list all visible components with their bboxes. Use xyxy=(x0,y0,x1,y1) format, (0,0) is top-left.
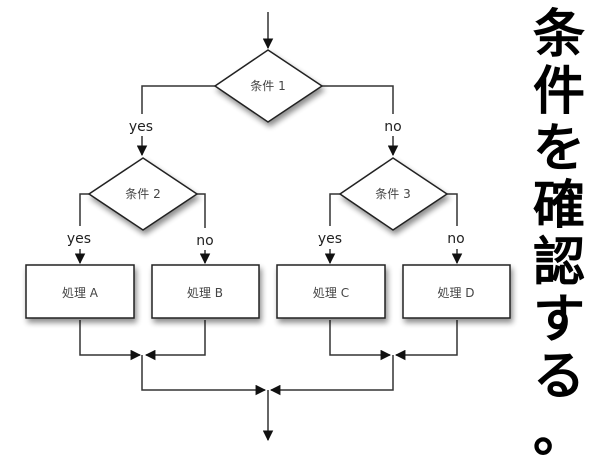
title-char: を xyxy=(532,118,585,179)
process-label: 処理 A xyxy=(62,286,99,300)
edge-merge1-merge3 xyxy=(141,355,267,396)
edge-label-cond3-no: no xyxy=(447,231,464,247)
title-char: 。 xyxy=(532,403,585,464)
decision-label: 条件 2 xyxy=(125,187,160,201)
process-label: 処理 D xyxy=(437,286,474,300)
decision-cond1: 条件 1 xyxy=(213,49,324,123)
edge-cond3-yes-upper xyxy=(329,193,341,226)
edge-cond2-yes-upper xyxy=(79,193,89,226)
edge-label-cond2-yes: yes xyxy=(67,231,91,247)
title-char: 認 xyxy=(532,232,585,293)
title-char: 確 xyxy=(532,175,585,236)
title-char: 条 xyxy=(532,4,585,65)
title-char: 件 xyxy=(532,61,585,122)
edge-cond3-no-upper xyxy=(446,193,458,226)
edge-cond2-no-upper xyxy=(196,193,206,228)
edge-procC-merge2 xyxy=(329,320,392,361)
process-label: 処理 C xyxy=(313,286,349,300)
vertical-title: 条 件 を 確 認 す る 。 xyxy=(524,6,594,462)
process-procA: 処理 A xyxy=(25,264,135,319)
edge-procD-merge2 xyxy=(394,320,458,361)
edge-label-cond1-yes: yes xyxy=(129,119,153,135)
decision-cond3: 条件 3 xyxy=(338,157,449,231)
edge-cond1-no-upper xyxy=(322,85,394,114)
process-procD: 処理 D xyxy=(402,264,511,319)
edge-procA-merge1 xyxy=(79,320,142,361)
process-procC: 処理 C xyxy=(276,264,386,319)
edge-label-cond3-yes: yes xyxy=(318,231,342,247)
edge-procB-merge1 xyxy=(144,320,206,361)
decision-cond2: 条件 2 xyxy=(87,157,199,231)
decision-label: 条件 3 xyxy=(375,187,410,201)
process-procB: 処理 B xyxy=(151,264,260,319)
edge-label-cond1-no: no xyxy=(384,119,401,135)
edge-label-cond2-no: no xyxy=(196,233,213,249)
edge-cond1-yes-upper xyxy=(141,85,215,114)
edge-merge2-merge3 xyxy=(269,355,394,396)
title-char: る xyxy=(532,346,585,407)
process-label: 処理 B xyxy=(187,286,223,300)
decision-label: 条件 1 xyxy=(250,79,285,93)
title-char: す xyxy=(532,289,585,350)
